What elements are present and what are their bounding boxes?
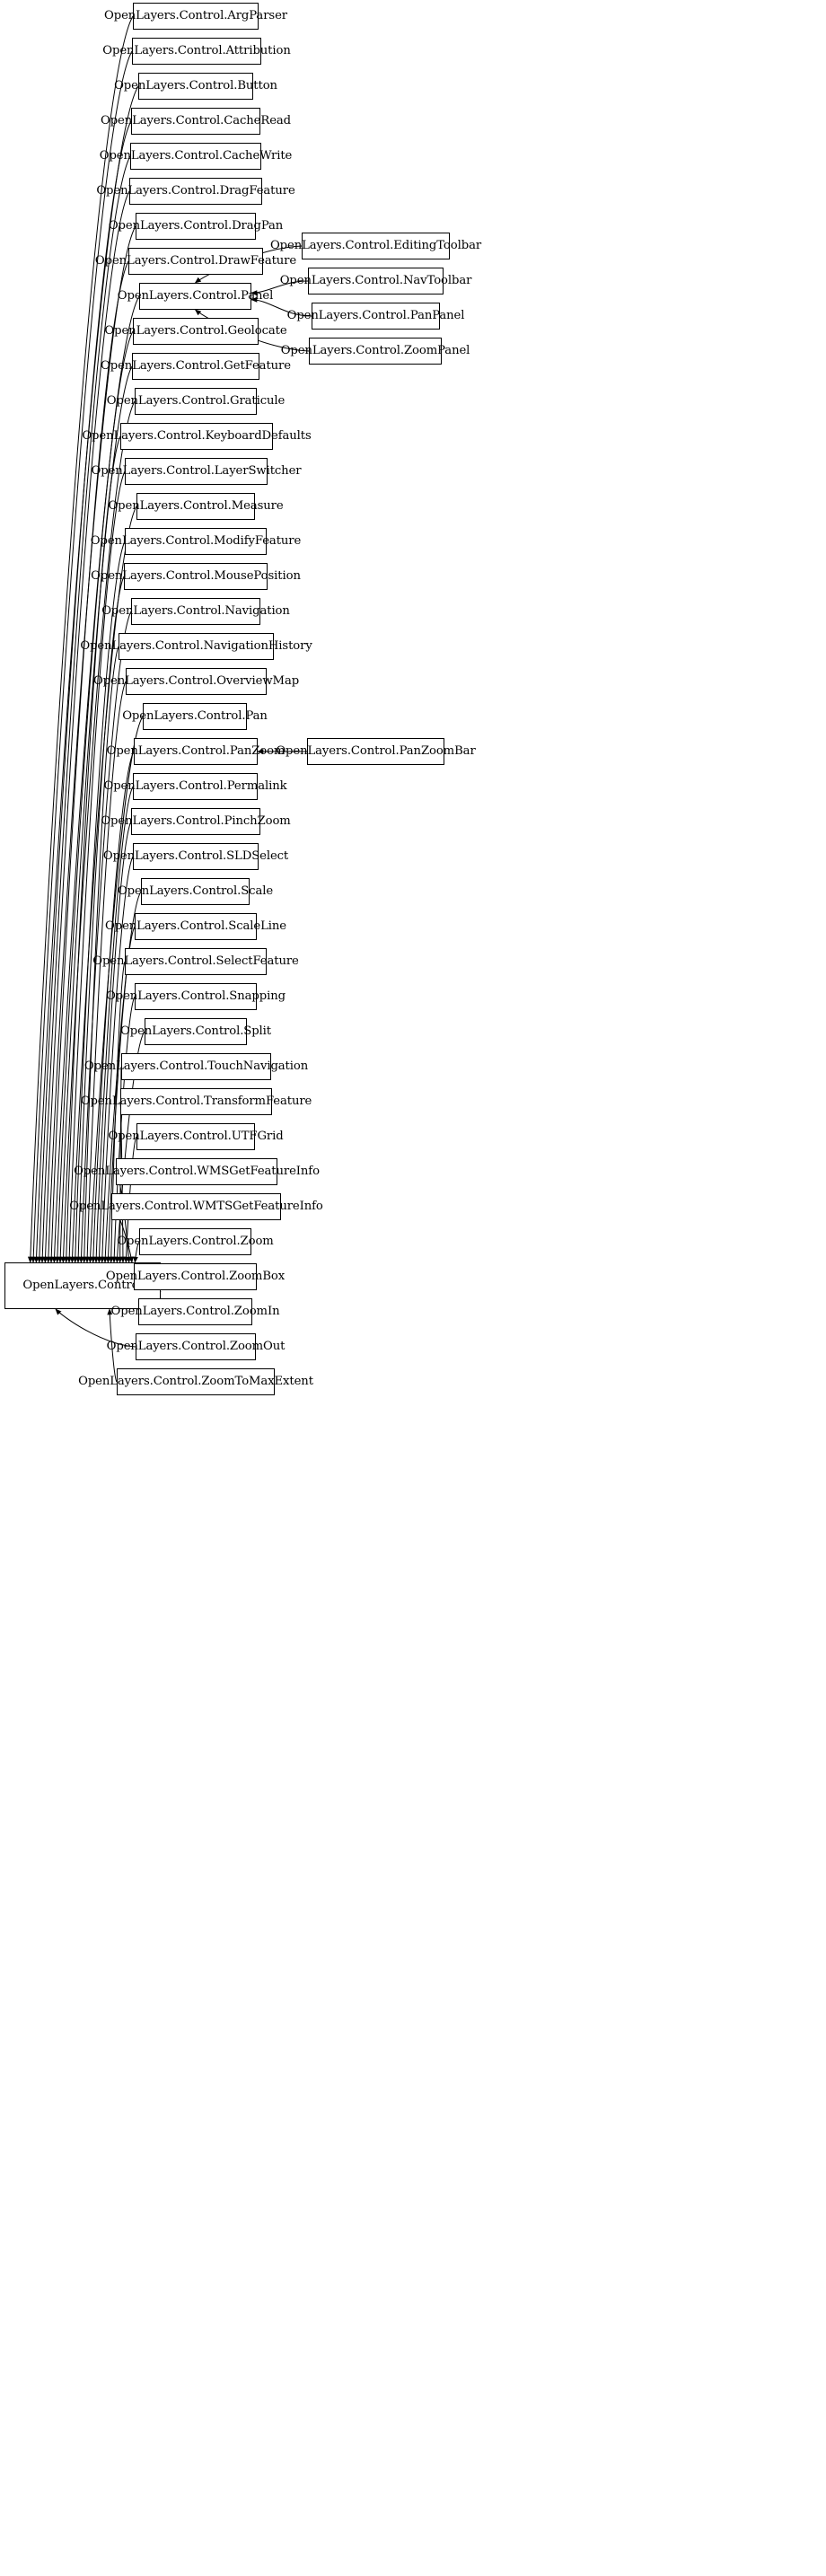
class-node-pinchzoom[interactable]: OpenLayers.Control.PinchZoom bbox=[101, 808, 291, 835]
class-node-label: OpenLayers.Control.MousePosition bbox=[91, 569, 301, 584]
class-node-button[interactable]: OpenLayers.Control.Button bbox=[114, 73, 277, 100]
class-node-label: OpenLayers.Control.GetFeature bbox=[101, 359, 291, 374]
class-node-graticule[interactable]: OpenLayers.Control.Graticule bbox=[107, 388, 285, 415]
class-node-label: OpenLayers.Control.Snapping bbox=[106, 989, 286, 1004]
inheritance-edge bbox=[31, 50, 133, 1263]
class-node-scaleline[interactable]: OpenLayers.Control.ScaleLine bbox=[105, 913, 286, 940]
class-node-label: OpenLayers.Control.Geolocate bbox=[104, 324, 287, 338]
class-node-label: OpenLayers.Control.DragPan bbox=[108, 219, 284, 233]
class-node-label: OpenLayers.Control.Navigation bbox=[101, 604, 290, 619]
class-node-label: OpenLayers.Control.Pan bbox=[122, 709, 268, 724]
class-node-label: OpenLayers.Control.Permalink bbox=[103, 779, 287, 794]
class-node-layerswitcher[interactable]: OpenLayers.Control.LayerSwitcher bbox=[92, 458, 302, 485]
class-node-label: OpenLayers.Control.CacheWrite bbox=[99, 149, 293, 163]
class-node-label: OpenLayers.Control.NavToolbar bbox=[279, 274, 472, 288]
class-node-label: OpenLayers.Control.ZoomPanel bbox=[280, 344, 470, 358]
class-node-label: OpenLayers.Control.ZoomToMaxExtent bbox=[78, 1375, 313, 1389]
class-node-permalink[interactable]: OpenLayers.Control.Permalink bbox=[103, 773, 287, 800]
class-node-transformfeature[interactable]: OpenLayers.Control.TransformFeature bbox=[81, 1088, 312, 1115]
class-node-label: OpenLayers.Control.NavigationHistory bbox=[80, 639, 312, 654]
class-node-argparser[interactable]: OpenLayers.Control.ArgParser bbox=[104, 3, 287, 30]
class-node-modifyfeature[interactable]: OpenLayers.Control.ModifyFeature bbox=[91, 528, 301, 555]
class-node-label: OpenLayers.Control.Scale bbox=[117, 884, 274, 899]
class-node-panzoombar[interactable]: OpenLayers.Control.PanZoomBar bbox=[276, 738, 476, 765]
class-node-panpanel[interactable]: OpenLayers.Control.PanPanel bbox=[287, 303, 464, 330]
class-node-pan[interactable]: OpenLayers.Control.Pan bbox=[122, 703, 268, 730]
class-node-touchnavigation[interactable]: OpenLayers.Control.TouchNavigation bbox=[84, 1053, 308, 1080]
class-node-navigation[interactable]: OpenLayers.Control.Navigation bbox=[101, 598, 290, 625]
class-node-label: OpenLayers.Control.Graticule bbox=[106, 394, 286, 409]
class-node-label: OpenLayers.Control.OverviewMap bbox=[92, 674, 300, 689]
class-node-zoombox[interactable]: OpenLayers.Control.ZoomBox bbox=[106, 1263, 285, 1290]
class-node-label: OpenLayers.Control.WMTSGetFeatureInfo bbox=[69, 1200, 323, 1214]
class-node-zoomout[interactable]: OpenLayers.Control.ZoomOut bbox=[107, 1333, 285, 1360]
class-node-label: OpenLayers.Control.SelectFeature bbox=[92, 954, 299, 969]
class-node-label: OpenLayers.Control.ZoomIn bbox=[110, 1305, 280, 1319]
class-node-label: OpenLayers.Control.Attribution bbox=[102, 44, 291, 58]
class-node-mouseposition[interactable]: OpenLayers.Control.MousePosition bbox=[91, 563, 301, 590]
class-node-scale[interactable]: OpenLayers.Control.Scale bbox=[118, 878, 273, 905]
class-node-cacheread[interactable]: OpenLayers.Control.CacheRead bbox=[101, 108, 291, 135]
class-node-label: OpenLayers.Control.Measure bbox=[108, 499, 284, 514]
class-node-label: OpenLayers.Control.KeyboardDefaults bbox=[82, 429, 312, 444]
class-node-keyboarddefaults[interactable]: OpenLayers.Control.KeyboardDefaults bbox=[82, 423, 312, 450]
class-node-zoom[interactable]: OpenLayers.Control.Zoom bbox=[117, 1228, 274, 1255]
class-node-label: OpenLayers.Control.WMSGetFeatureInfo bbox=[74, 1165, 320, 1179]
class-node-utfgrid[interactable]: OpenLayers.Control.UTFGrid bbox=[108, 1123, 284, 1150]
inheritance-edge bbox=[66, 470, 126, 1263]
class-node-selectfeature[interactable]: OpenLayers.Control.SelectFeature bbox=[92, 948, 299, 975]
class-node-dragfeature[interactable]: OpenLayers.Control.DragFeature bbox=[96, 178, 295, 205]
class-node-label: OpenLayers.Control.TransformFeature bbox=[80, 1095, 312, 1109]
inheritance-edge bbox=[90, 751, 135, 1263]
class-node-label: OpenLayers.Control.PanPanel bbox=[286, 309, 465, 323]
class-node-label: OpenLayers.Control.TouchNavigation bbox=[83, 1059, 309, 1074]
class-node-label: OpenLayers.Control.ZoomOut bbox=[106, 1340, 286, 1354]
class-node-zoomin[interactable]: OpenLayers.Control.ZoomIn bbox=[111, 1298, 280, 1325]
class-node-geolocate[interactable]: OpenLayers.Control.Geolocate bbox=[104, 318, 287, 345]
class-node-label: OpenLayers.Control.PanZoomBar bbox=[276, 744, 476, 759]
class-node-label: OpenLayers.Control.ScaleLine bbox=[105, 919, 286, 934]
class-node-label: OpenLayers.Control.PinchZoom bbox=[101, 814, 291, 829]
class-node-label: OpenLayers.Control.EditingToolbar bbox=[269, 239, 482, 253]
inheritance-edge bbox=[48, 260, 129, 1263]
class-node-dragpan[interactable]: OpenLayers.Control.DragPan bbox=[109, 213, 283, 240]
class-node-cachewrite[interactable]: OpenLayers.Control.CacheWrite bbox=[100, 143, 292, 170]
class-node-navtoolbar[interactable]: OpenLayers.Control.NavToolbar bbox=[280, 268, 471, 295]
class-node-wmsgetfeatureinfo[interactable]: OpenLayers.Control.WMSGetFeatureInfo bbox=[74, 1158, 320, 1185]
class-node-label: OpenLayers.Control bbox=[22, 1279, 143, 1293]
class-node-label: OpenLayers.Control.ModifyFeature bbox=[90, 534, 302, 549]
class-node-panel[interactable]: OpenLayers.Control.Panel bbox=[118, 283, 273, 310]
class-node-label: OpenLayers.Control.ZoomBox bbox=[105, 1270, 286, 1284]
class-node-label: OpenLayers.Control.Panel bbox=[117, 289, 274, 303]
class-node-split[interactable]: OpenLayers.Control.Split bbox=[120, 1018, 271, 1045]
class-node-navigationhistory[interactable]: OpenLayers.Control.NavigationHistory bbox=[80, 633, 312, 660]
class-node-label: OpenLayers.Control.UTFGrid bbox=[108, 1130, 284, 1144]
class-node-label: OpenLayers.Control.Zoom bbox=[117, 1235, 274, 1249]
class-node-snapping[interactable]: OpenLayers.Control.Snapping bbox=[106, 983, 286, 1010]
class-node-label: OpenLayers.Control.PanZoom bbox=[106, 744, 286, 759]
class-node-panzoom[interactable]: OpenLayers.Control.PanZoom bbox=[107, 738, 285, 765]
class-node-editingtoolbar[interactable]: OpenLayers.Control.EditingToolbar bbox=[270, 233, 481, 259]
class-node-label: OpenLayers.Control.DragFeature bbox=[96, 184, 295, 198]
class-node-zoompanel[interactable]: OpenLayers.Control.ZoomPanel bbox=[281, 338, 470, 365]
class-node-getfeature[interactable]: OpenLayers.Control.GetFeature bbox=[101, 353, 291, 380]
class-node-zoomtomaxextent[interactable]: OpenLayers.Control.ZoomToMaxExtent bbox=[78, 1368, 313, 1395]
class-node-drawfeature[interactable]: OpenLayers.Control.DrawFeature bbox=[95, 248, 296, 275]
class-node-label: OpenLayers.Control.CacheRead bbox=[100, 114, 292, 128]
class-node-measure[interactable]: OpenLayers.Control.Measure bbox=[108, 493, 284, 520]
class-node-label: OpenLayers.Control.LayerSwitcher bbox=[91, 464, 302, 479]
class-node-label: OpenLayers.Control.SLDSelect bbox=[102, 849, 289, 864]
class-node-wmtsgetfeatureinfo[interactable]: OpenLayers.Control.WMTSGetFeatureInfo bbox=[69, 1193, 323, 1220]
class-node-label: OpenLayers.Control.Button bbox=[114, 79, 277, 93]
class-node-label: OpenLayers.Control.ArgParser bbox=[104, 9, 287, 23]
class-node-attribution[interactable]: OpenLayers.Control.Attribution bbox=[102, 38, 291, 65]
class-node-label: OpenLayers.Control.Split bbox=[120, 1024, 271, 1039]
class-node-sldselect[interactable]: OpenLayers.Control.SLDSelect bbox=[103, 843, 288, 870]
class-node-label: OpenLayers.Control.DrawFeature bbox=[94, 254, 297, 268]
class-node-overviewmap[interactable]: OpenLayers.Control.OverviewMap bbox=[93, 668, 299, 695]
